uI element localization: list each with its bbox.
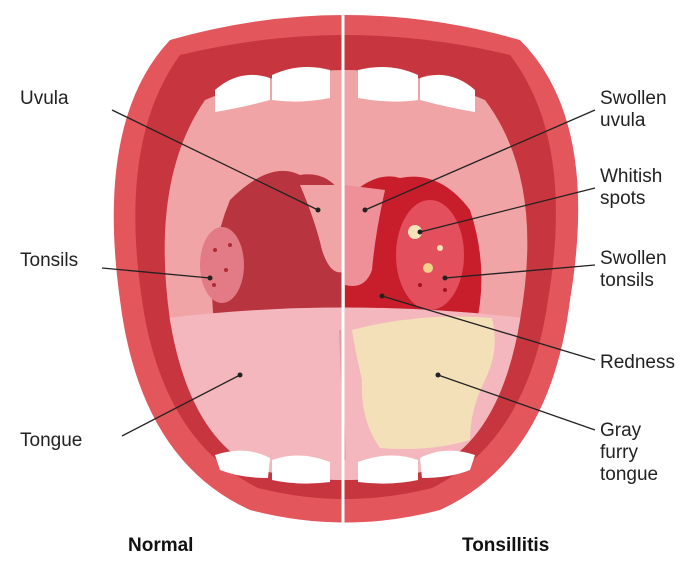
label-whitish-spots: Whitish spots (600, 166, 662, 210)
label-tongue: Tongue (20, 430, 82, 452)
label-tonsils: Tonsils (20, 250, 78, 272)
label-swollen-uvula: Swollen uvula (600, 88, 667, 132)
caption-normal: Normal (128, 535, 193, 557)
tonsil-right (396, 200, 464, 310)
caption-tonsillitis: Tonsillitis (462, 535, 549, 557)
label-redness: Redness (600, 352, 675, 374)
tonsil-left (200, 227, 244, 303)
label-swollen-tonsils: Swollen tonsils (600, 248, 667, 292)
label-gray-furry-tongue: Gray furry tongue (600, 420, 658, 486)
label-uvula: Uvula (20, 88, 69, 110)
